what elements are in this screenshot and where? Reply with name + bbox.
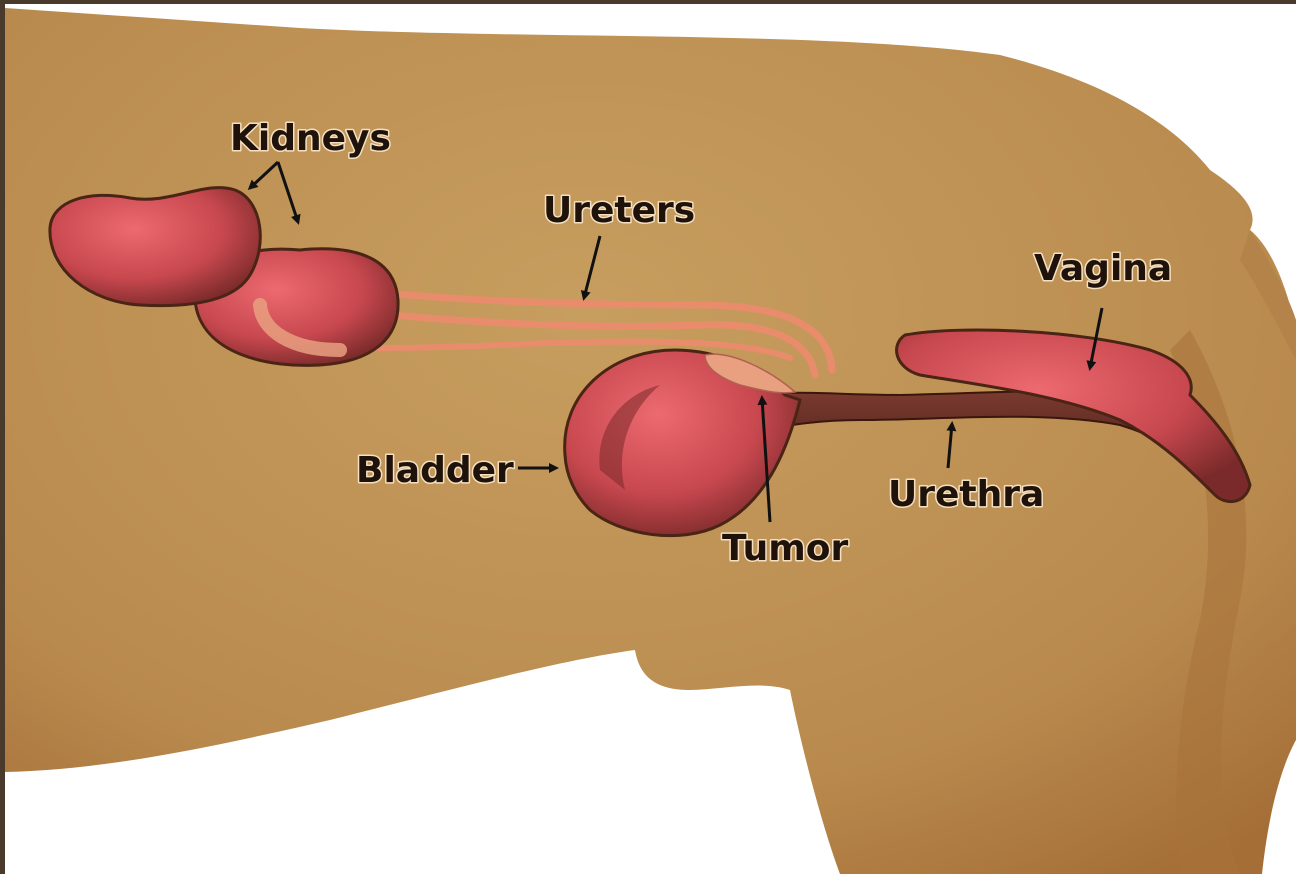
- label-urethra: Urethra: [888, 474, 1044, 515]
- label-bladder: Bladder: [356, 450, 514, 491]
- label-kidneys: Kidneys: [230, 118, 391, 159]
- label-tumor: Tumor: [722, 528, 848, 569]
- top-border: [0, 0, 1296, 4]
- label-vagina: Vagina: [1034, 248, 1172, 289]
- label-ureters: Ureters: [543, 190, 695, 231]
- left-border: [0, 0, 5, 874]
